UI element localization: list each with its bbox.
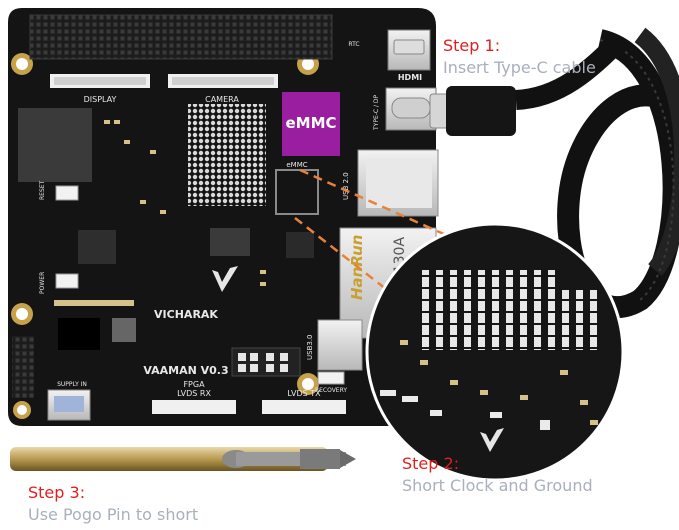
step-1-title: Step 1: (443, 38, 500, 54)
silk-lvds-rx: LVDS RX (177, 389, 211, 398)
step-3-desc: Use Pogo Pin to short (28, 507, 198, 523)
chip-small (286, 232, 314, 258)
silk-typec: TYPE-C / DP (373, 94, 380, 131)
board-brand: VICHARAK (154, 308, 218, 321)
silk-display: DISPLAY (84, 95, 117, 104)
lvds-rx-connector (152, 400, 236, 414)
side-header (12, 336, 34, 398)
chip-left (18, 108, 92, 182)
step-2-title: Step 2: (402, 456, 459, 472)
silk-power: POWER (39, 272, 46, 294)
step-3-title: Step 3: (28, 485, 85, 501)
recovery-button (318, 372, 344, 384)
silk-supply: SUPPLY IN (57, 381, 87, 388)
black-block (58, 318, 100, 350)
reset-button (56, 186, 78, 200)
silk-hdmi: HDMI (398, 73, 422, 82)
soc-bga (188, 104, 266, 206)
step-2-desc: Short Clock and Ground (402, 478, 593, 494)
silk-rtc: RTC (348, 41, 359, 48)
chip-pmic (78, 230, 116, 264)
silk-usb2: USB 2.0 (342, 172, 350, 200)
board-model: VAAMAN V0.3 (143, 364, 228, 377)
silk-usb3: USB3.0 (306, 334, 314, 360)
usb3-port (318, 320, 362, 370)
gpio-header (30, 15, 332, 59)
silk-fpga: FPGA (183, 380, 205, 389)
silk-lvds-tx: LVDS TX (287, 389, 321, 398)
zoom-circle (367, 224, 623, 480)
chip-mid (210, 228, 250, 256)
silk-reset: RESET (39, 180, 46, 200)
emmc-chip-label: eMMC (285, 114, 336, 132)
silk-emmc-small: eMMC (286, 161, 307, 169)
power-button (56, 274, 78, 288)
step-1-desc: Insert Type-C cable (443, 60, 596, 76)
silk-camera: CAMERA (205, 95, 239, 104)
lvds-tx-connector (262, 400, 346, 414)
pogo-pin (10, 447, 356, 471)
